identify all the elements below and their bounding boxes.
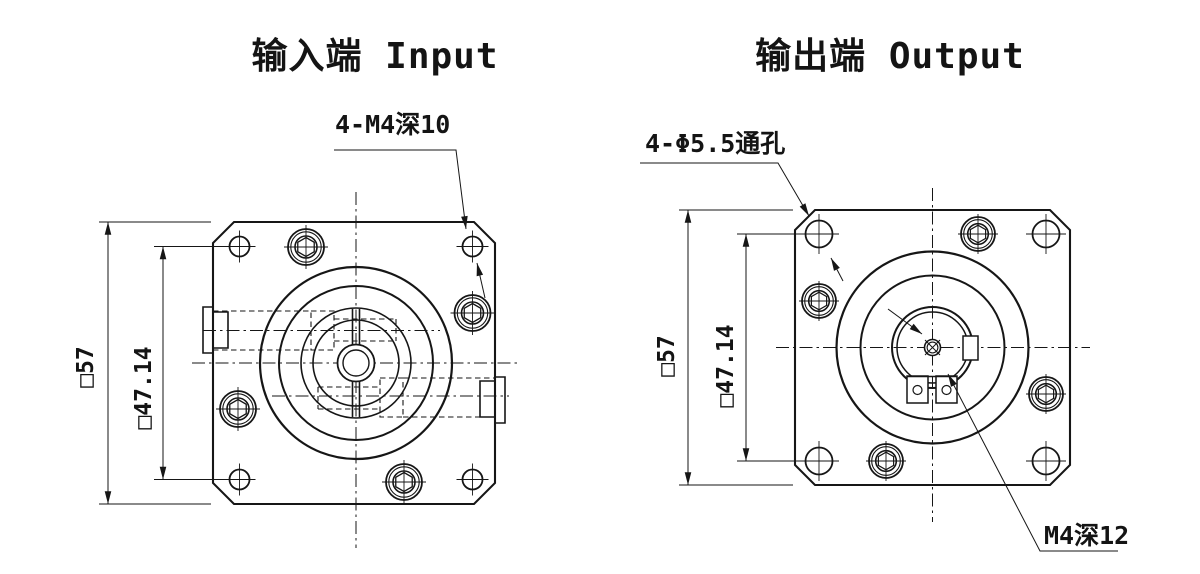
input-holes-annotation: 4-M4深10 — [335, 110, 450, 139]
output-dim57-extension-lines — [679, 209, 793, 486]
input-left-tab — [202, 306, 229, 354]
output-tap-annotation: M4深12 — [1044, 521, 1129, 550]
output-flange-outline — [793, 208, 1072, 487]
output-holes-leader-arrow2 — [830, 257, 844, 282]
input-view-title: 输入端 Input — [251, 36, 498, 77]
output-socket-screw — [1025, 373, 1067, 415]
output-boss-inner-circle — [859, 274, 1006, 421]
output-key-notch — [962, 335, 979, 361]
output-center-thread-mark — [924, 339, 941, 356]
input-corner-hole — [455, 229, 490, 264]
input-dim57-extension-lines — [99, 221, 211, 505]
output-socket-screw — [798, 280, 840, 322]
input-socket-screw — [381, 459, 427, 505]
input-socket-screw — [283, 224, 329, 270]
output-boss-outer-circle — [835, 250, 1030, 445]
output-center-tap-hole-inner — [926, 341, 939, 354]
input-boss-outer-circle — [258, 265, 454, 461]
output-holes-leader — [640, 162, 810, 217]
input-dim4714-label: □47.14 — [131, 346, 157, 429]
input-right-tab — [479, 376, 506, 424]
input-holes-leader-arrow2 — [476, 262, 486, 299]
input-center-bore-inner — [342, 349, 370, 377]
output-dim57-label: □57 — [654, 335, 680, 377]
output-clamp-tab-left — [906, 375, 929, 404]
output-tap-leader — [947, 373, 1118, 552]
input-hub-inner-circle — [312, 319, 400, 407]
input-corner-hole — [455, 462, 490, 497]
output-clamp-screw-hole — [912, 384, 923, 396]
input-dim4714-extension-lines — [154, 246, 236, 480]
output-dim4714-extension-lines — [737, 233, 812, 462]
output-socket-screw — [865, 440, 907, 482]
input-hidden-screw-upper — [213, 310, 397, 351]
input-hidden-screw-lower — [317, 377, 495, 418]
input-hub-outer-circle — [300, 307, 412, 419]
input-dim57-label: □57 — [73, 346, 99, 388]
output-view: 输出端 Output □57 — [640, 36, 1129, 552]
output-view-title: 输出端 Output — [755, 36, 1025, 77]
input-socket-screw — [215, 386, 261, 432]
output-clamp-tab-right — [935, 375, 958, 404]
output-dim4714-label: □47.14 — [713, 324, 739, 407]
input-holes-leader — [334, 149, 468, 230]
output-socket-screw — [957, 213, 999, 255]
input-view: 输入端 Input □57 — [73, 36, 518, 548]
output-holes-annotation: 4-Φ5.5通孔 — [645, 129, 785, 158]
input-boss-inner-circle — [278, 285, 434, 441]
output-clamp-screw-hole — [941, 384, 952, 396]
input-socket-screw — [449, 290, 496, 336]
output-tap-leader-arrow2 — [887, 308, 923, 335]
